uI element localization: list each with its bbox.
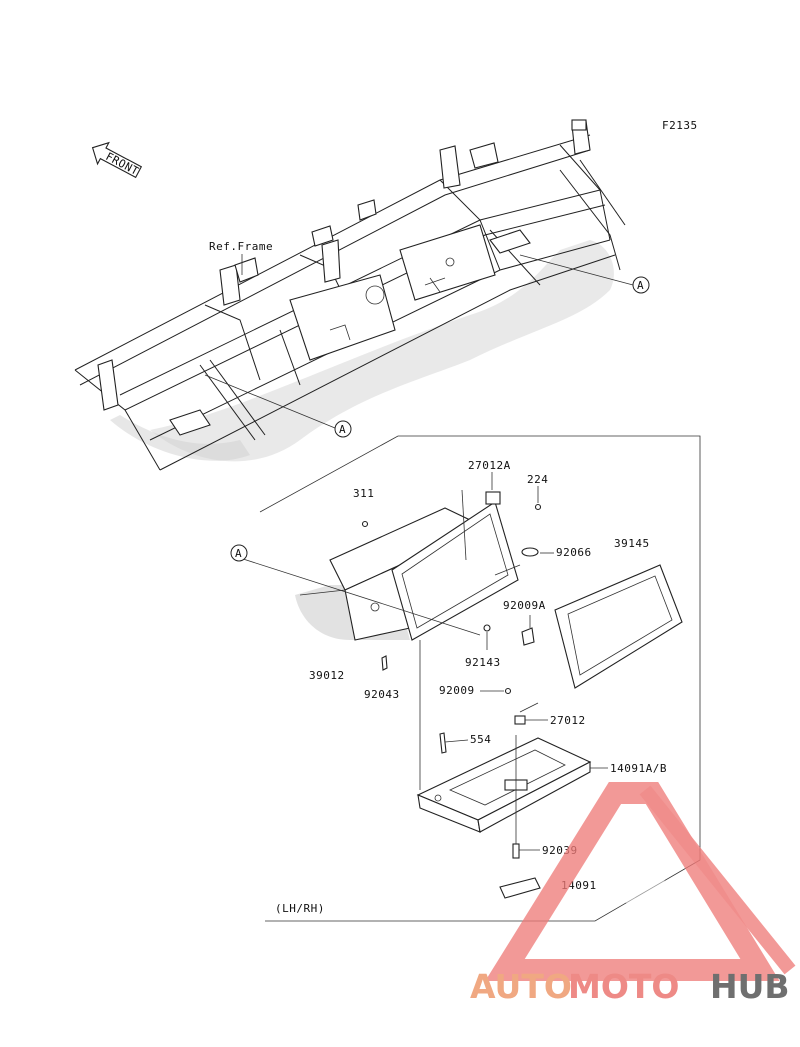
watermark-logo (485, 782, 796, 981)
front-direction-marker: FRONT (91, 141, 143, 179)
lid-tray (416, 737, 592, 833)
label-39012: 39012 (309, 669, 345, 682)
ref-marker-a-right: A (632, 276, 650, 294)
clip-27012 (514, 715, 526, 725)
ref-marker-a-detail: A (230, 544, 248, 562)
label-39145: 39145 (614, 537, 650, 550)
svg-text:A: A (637, 279, 644, 292)
clip-27012A (485, 491, 501, 505)
handle-14091 (499, 877, 541, 899)
front-label: FRONT (103, 150, 141, 178)
panel-39145 (554, 564, 683, 689)
bolt-92009A (521, 627, 535, 646)
svg-text:A: A (235, 547, 242, 560)
bolt-311 (361, 520, 369, 528)
label-311: 311 (353, 487, 374, 500)
pin-554 (439, 732, 447, 754)
cap-92066 (521, 547, 539, 557)
label-92009A: 92009A (503, 599, 546, 612)
ref-marker-a-center: A (334, 420, 352, 438)
pin-92043 (381, 655, 388, 671)
washer-92143 (483, 624, 491, 632)
rod-92039 (512, 843, 520, 859)
label-92066: 92066 (556, 546, 592, 559)
svg-text:HUB: HUB (710, 967, 790, 1006)
ref-frame-label: Ref.Frame (209, 240, 273, 253)
label-27012: 27012 (550, 714, 586, 727)
screw-224 (534, 503, 542, 511)
variant-label: (LH/RH) (275, 902, 325, 915)
part-labels: 27012A 224 311 92066 39145 92009A 92143 … (309, 459, 667, 892)
label-27012A: 27012A (468, 459, 511, 472)
svg-text:AUTO: AUTO (470, 967, 572, 1006)
label-92009: 92009 (439, 684, 475, 697)
label-554: 554 (470, 733, 491, 746)
svg-text:A: A (339, 423, 346, 436)
svg-text:MOTO: MOTO (568, 967, 679, 1006)
box-frame-ring (391, 501, 519, 641)
label-14091AB: 14091A/B (610, 762, 667, 775)
label-92043: 92043 (364, 688, 400, 701)
frame-assembly (74, 119, 626, 471)
label-224: 224 (527, 473, 548, 486)
figure-code: F2135 (662, 119, 698, 132)
watermark-text: AUTO MOTO HUB (470, 967, 790, 1006)
bolt-92009 (504, 687, 512, 695)
label-92143: 92143 (465, 656, 501, 669)
